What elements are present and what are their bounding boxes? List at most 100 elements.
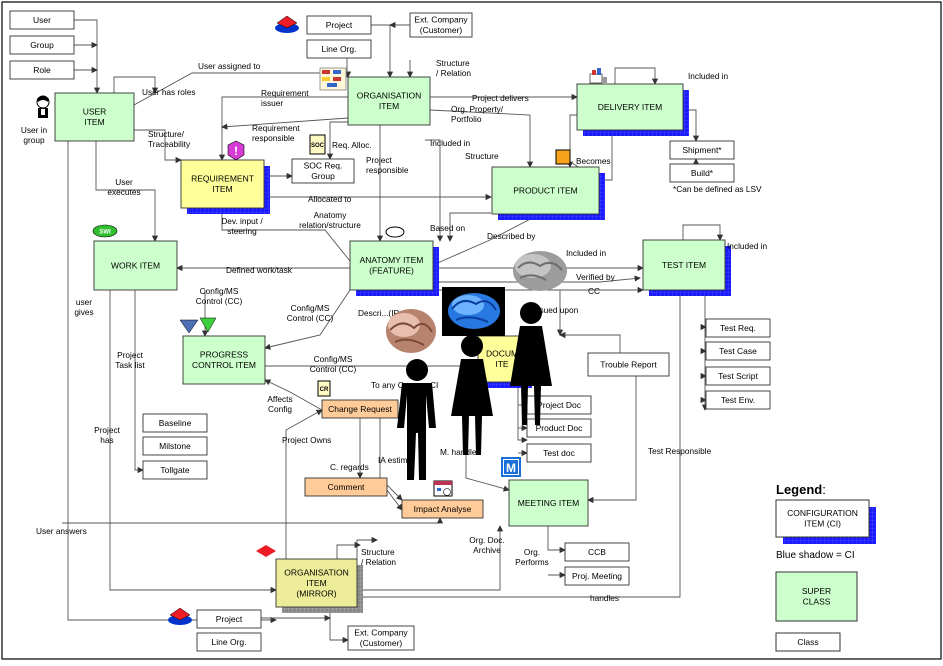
shipment-box[interactable]: Shipment* (669, 140, 735, 160)
blue-triangle-icon (179, 319, 199, 334)
impact-analyse-box[interactable]: Impact Analyse (401, 499, 484, 519)
baseline-box[interactable]: Baseline (142, 413, 208, 433)
connector-14 (221, 117, 349, 130)
tollgate-box[interactable]: Tollgate (142, 460, 208, 480)
connector-64 (559, 331, 621, 353)
label-included-in-product: Included in (430, 138, 471, 148)
org-chart-icon (319, 67, 347, 91)
ext-company-bottom-label: Ext. Company(Customer) (354, 628, 408, 649)
meeting-m-icon: M (501, 457, 521, 477)
brain-image-grey (513, 251, 567, 291)
line-org-bottom-label: Line Org. (212, 637, 247, 647)
connector-53 (62, 517, 444, 524)
change-request-box[interactable]: Change Request (321, 399, 399, 419)
label-test-responsible: Test Responsible (648, 446, 712, 456)
brain-image-pink (386, 309, 436, 353)
svg-text:M: M (506, 461, 516, 475)
trouble-report-box[interactable]: Trouble Report (587, 352, 670, 377)
group-box[interactable]: Group (9, 35, 75, 55)
user-box[interactable]: User (9, 10, 75, 30)
label-becomes: Becomes (576, 156, 611, 166)
comment-label: Comment (328, 482, 365, 492)
test-doc-box[interactable]: Test doc (526, 443, 592, 463)
svg-text:SWI: SWI (99, 230, 111, 236)
line-org-bottom-box[interactable]: Line Org. (196, 632, 262, 652)
project-doc-box[interactable]: Project Doc (526, 395, 592, 415)
test-script-box[interactable]: Test Script (705, 366, 771, 386)
connector-15 (429, 109, 534, 168)
label-structure-traceability: Structure/Traceability (148, 129, 191, 149)
proj-meeting-label: Proj. Meeting (572, 571, 622, 581)
label-included-in-test: Included in (566, 248, 607, 258)
connector-55 (285, 409, 323, 559)
label-structure-product: Structure (465, 151, 499, 161)
comment-box[interactable]: Comment (304, 477, 388, 497)
group-label: Group (30, 40, 54, 50)
test-item-box[interactable]: TEST ITEM (642, 239, 726, 291)
user-avatar-icon (36, 95, 50, 118)
test-case-box[interactable]: Test Case (705, 341, 771, 361)
ext-company-bottom-box[interactable]: Ext. Company(Customer) (347, 625, 415, 651)
role-box[interactable]: Role (9, 60, 75, 80)
build-box[interactable]: Build* (669, 163, 735, 183)
delivery-icon (589, 68, 607, 84)
work-item-box[interactable]: WORK ITEM (93, 240, 178, 291)
exclamation-icon: ! (227, 140, 245, 161)
svg-text:CR: CR (320, 387, 329, 393)
test-env-box[interactable]: Test Env. (705, 390, 771, 410)
label-cc-label: CC (588, 286, 600, 296)
woman-silhouette-left (451, 335, 493, 455)
line-org-top-box[interactable]: Line Org. (306, 39, 372, 59)
connector-60 (357, 525, 504, 591)
label-req-alloc: Req. Alloc. (332, 140, 372, 150)
project-bottom-box[interactable]: Project (196, 609, 262, 629)
product-item-box[interactable]: PRODUCT ITEM (491, 166, 600, 215)
milestone-box[interactable]: Milstone (142, 436, 208, 456)
project-doc-label: Project Doc (537, 400, 582, 410)
delivery-item-box[interactable]: DELIVERY ITEM (576, 83, 684, 131)
red-diamond-icon (256, 545, 276, 557)
connector-26 (446, 212, 491, 242)
connector-10 (614, 67, 659, 85)
test-script-label: Test Script (718, 371, 758, 381)
test-req-box[interactable]: Test Req. (705, 318, 771, 338)
test-doc-label: Test doc (543, 448, 575, 458)
anatomy-ellipse-icon (385, 226, 405, 238)
soc-document-icon: SOC (309, 134, 326, 155)
label-ci-short: CI (430, 380, 438, 390)
meeting-item-box[interactable]: MEETING ITEM (508, 479, 589, 527)
legend-blue-shadow-note: Blue shadow = CI (776, 550, 855, 561)
label-user-assigned-to: User assigned to (198, 61, 261, 71)
label-project-delivers: Project delivers (472, 93, 529, 103)
product-doc-box[interactable]: Product Doc (526, 418, 592, 438)
label-org-performs: Org.Performs (515, 547, 549, 567)
test-req-label: Test Req. (720, 323, 756, 333)
label-verified-by: Verified by (576, 272, 616, 282)
ext-company-top-box[interactable]: Ext. Company(Customer) (409, 12, 473, 38)
project-top-box[interactable]: Project (306, 15, 372, 35)
anatomy-item-box[interactable]: ANATOMY ITEM(FEATURE) (349, 240, 434, 291)
proj-meeting-box[interactable]: Proj. Meeting (564, 566, 630, 586)
brain-image-blue (442, 287, 505, 336)
ccb-box[interactable]: CCB (564, 542, 630, 562)
connector-16 (326, 121, 348, 160)
label-described-ip: Descri...(IP... (358, 308, 405, 318)
meeting-item-label: MEETING ITEM (518, 498, 579, 508)
soc-req-group-box[interactable]: SOC Req.Group (291, 158, 355, 184)
